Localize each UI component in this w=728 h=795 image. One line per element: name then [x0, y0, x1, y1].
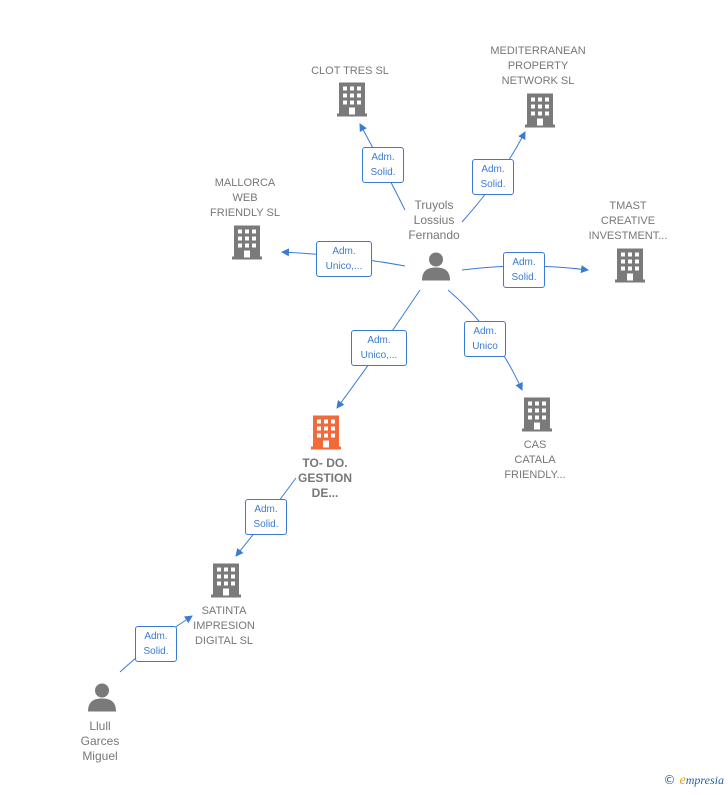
- building-icon[interactable]: [337, 82, 367, 122]
- label-line: Fernando: [408, 228, 460, 242]
- brand-initial: e: [679, 773, 686, 788]
- label-line: GESTION: [297, 471, 353, 485]
- edge-label-todo[interactable]: Adm. Unico,...: [351, 330, 407, 366]
- edge-label-line: Adm.: [144, 631, 168, 642]
- node-label-todo[interactable]: TO- DO. GESTION DE...: [298, 456, 352, 501]
- edge-label-mediterranean[interactable]: Adm. Solid.: [472, 159, 514, 195]
- edge-label-llull[interactable]: Adm. Solid.: [135, 626, 177, 662]
- edge-label-line: Solid.: [511, 272, 537, 283]
- edge-label-line: Adm.: [332, 246, 356, 257]
- building-icon[interactable]: [211, 563, 241, 603]
- label-line: Truyols: [414, 198, 454, 212]
- edge-label-cas[interactable]: Adm. Unico: [464, 321, 506, 357]
- node-label-tmast[interactable]: TMAST CREATIVE INVESTMENT...: [589, 199, 668, 244]
- label-line: PROPERTY: [507, 60, 569, 72]
- node-label-llull[interactable]: Llull Garces Miguel: [81, 719, 120, 764]
- building-icon[interactable]: [615, 248, 645, 288]
- label-line: TMAST: [609, 200, 647, 212]
- label-line: IMPRESION: [193, 620, 255, 632]
- edge-label-satinta[interactable]: Adm. Solid.: [245, 499, 287, 535]
- label-line: MEDITERRANEAN: [490, 45, 586, 57]
- edge-label-line: Adm.: [254, 504, 278, 515]
- label-line: Miguel: [82, 749, 118, 763]
- label-line: FRIENDLY...: [504, 469, 566, 481]
- label-line: CLOT TRES SL: [311, 65, 389, 77]
- edge-label-line: Unico,...: [325, 261, 363, 272]
- label-line: TO- DO.: [302, 456, 348, 470]
- building-icon[interactable]: [522, 397, 552, 437]
- label-line: NETWORK SL: [501, 75, 575, 87]
- edge-label-clot[interactable]: Adm. Solid.: [362, 147, 404, 183]
- building-icon-highlighted[interactable]: [311, 415, 341, 455]
- label-line: CREATIVE: [600, 215, 656, 227]
- label-line: MALLORCA: [214, 177, 276, 189]
- edge-label-line: Adm.: [367, 335, 391, 346]
- edge-label-line: Solid.: [143, 646, 169, 657]
- edge-label-tmast[interactable]: Adm. Solid.: [503, 252, 545, 288]
- copyright-icon: ©: [663, 773, 676, 787]
- node-label-cas-catala[interactable]: CAS CATALA FRIENDLY...: [504, 438, 565, 483]
- building-icon[interactable]: [525, 93, 555, 133]
- label-line: Lossius: [413, 213, 455, 227]
- label-line: CATALA: [514, 454, 556, 466]
- label-line: SATINTA: [201, 605, 247, 617]
- brand-name: mpresia: [685, 773, 724, 787]
- label-line: INVESTMENT...: [588, 230, 668, 242]
- label-line: WEB: [232, 192, 258, 204]
- node-label-mediterranean[interactable]: MEDITERRANEAN PROPERTY NETWORK SL: [490, 44, 585, 89]
- person-icon[interactable]: [421, 251, 451, 286]
- edge-label-line: Adm.: [371, 152, 395, 163]
- edge-label-line: Solid.: [480, 179, 506, 190]
- edge-label-line: Adm.: [512, 257, 536, 268]
- edge-label-line: Solid.: [370, 167, 396, 178]
- label-line: FRIENDLY SL: [210, 207, 280, 219]
- node-label-truyols[interactable]: Truyols Lossius Fernando: [408, 198, 459, 243]
- node-label-satinta[interactable]: SATINTA IMPRESION DIGITAL SL: [193, 604, 255, 649]
- edge-label-mallorca[interactable]: Adm. Unico,...: [316, 241, 372, 277]
- label-line: DIGITAL SL: [194, 635, 254, 647]
- building-icon[interactable]: [232, 225, 262, 265]
- edge-label-line: Adm.: [481, 164, 505, 175]
- node-label-mallorca[interactable]: MALLORCA WEB FRIENDLY SL: [210, 176, 280, 221]
- edge-label-line: Solid.: [253, 519, 279, 530]
- label-line: Llull: [89, 719, 111, 733]
- edge-label-line: Unico: [472, 341, 498, 352]
- label-line: CAS: [523, 439, 547, 451]
- person-icon[interactable]: [87, 682, 117, 717]
- edge-label-line: Unico,...: [360, 350, 398, 361]
- node-label-clot-tres[interactable]: CLOT TRES SL: [311, 64, 389, 79]
- label-line: Garces: [80, 734, 120, 748]
- empresia-watermark[interactable]: ©empresia: [664, 773, 724, 789]
- edge-label-line: Adm.: [473, 326, 497, 337]
- label-line: DE...: [311, 486, 339, 500]
